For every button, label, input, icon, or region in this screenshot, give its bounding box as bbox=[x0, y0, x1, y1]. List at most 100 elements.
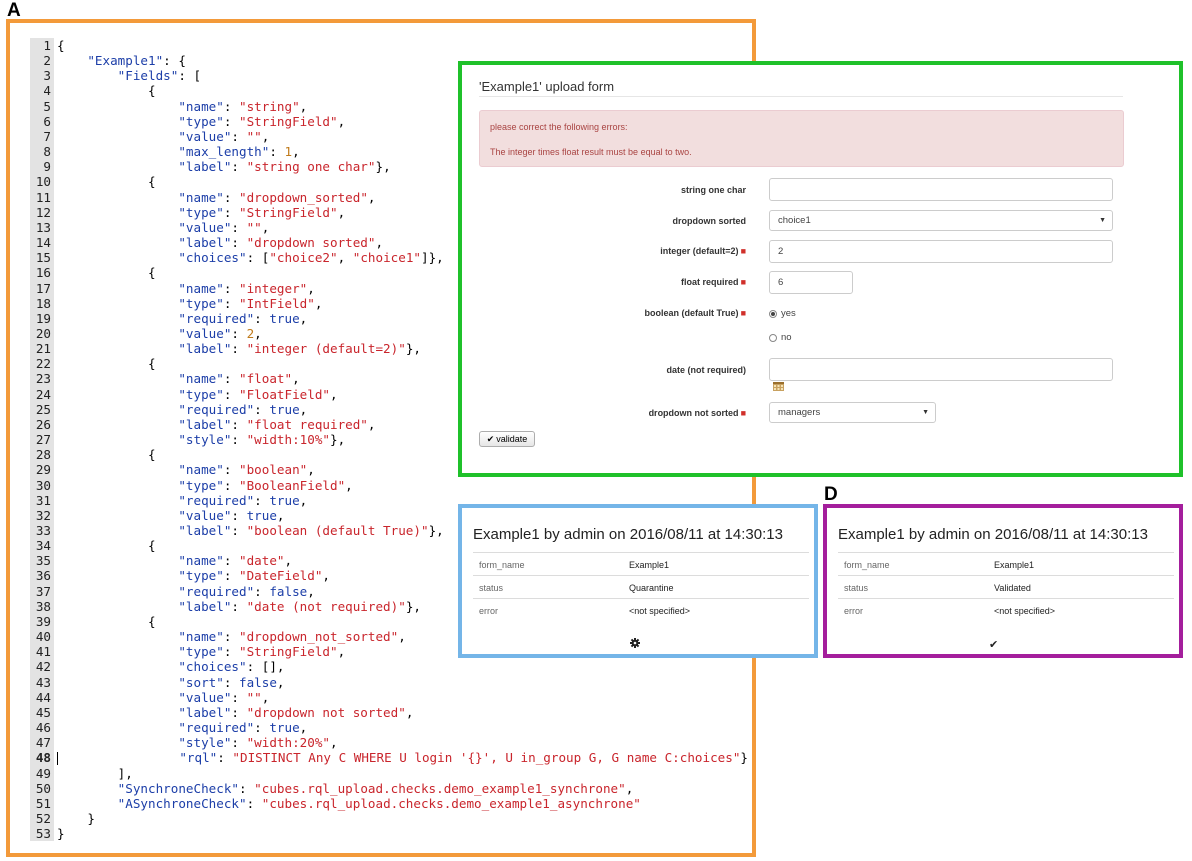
line-number: 6 bbox=[30, 113, 54, 129]
code-token: : bbox=[223, 553, 239, 569]
table-row: form_name Example1 bbox=[473, 552, 809, 575]
code-text: "label": "date (not required)"}, bbox=[57, 599, 421, 614]
code-text: "type": "FloatField", bbox=[57, 387, 337, 402]
code-text: "rql": "DISTINCT Any C WHERE U login '{}… bbox=[57, 750, 748, 766]
code-token bbox=[57, 281, 178, 296]
checkmark-icon[interactable]: ✔ bbox=[989, 639, 999, 651]
sorted-dropdown-value: choice1 bbox=[778, 215, 811, 226]
calendar-icon[interactable] bbox=[773, 382, 784, 391]
code-token: : bbox=[231, 416, 247, 432]
row-value: Validated bbox=[994, 583, 1031, 593]
gear-icon[interactable] bbox=[630, 638, 640, 648]
code-text: "required": true, bbox=[57, 720, 307, 735]
code-token: "SynchroneCheck" bbox=[117, 780, 239, 796]
code-token: , bbox=[398, 629, 406, 645]
code-token: "dropdown_not_sorted" bbox=[239, 629, 399, 645]
line-number: 31 bbox=[30, 492, 54, 508]
code-token bbox=[57, 553, 178, 568]
code-token: : bbox=[231, 235, 247, 251]
code-token: : [], bbox=[246, 659, 285, 675]
line-number: 27 bbox=[30, 432, 54, 448]
code-text: } bbox=[57, 811, 95, 826]
validate-button[interactable]: ✔ validate bbox=[479, 431, 535, 447]
code-text: "required": true, bbox=[57, 493, 307, 508]
string-field-input[interactable] bbox=[769, 178, 1113, 201]
form-title-divider bbox=[479, 96, 1123, 97]
code-token: : bbox=[223, 189, 239, 205]
table-row: status Validated bbox=[838, 575, 1174, 598]
code-token: , bbox=[261, 219, 270, 235]
code-token: "name" bbox=[178, 553, 224, 569]
line-number: 18 bbox=[30, 295, 54, 311]
code-token: "" bbox=[246, 128, 262, 144]
code-token bbox=[57, 629, 178, 644]
code-token bbox=[57, 478, 178, 493]
line-number: 17 bbox=[30, 280, 54, 296]
code-token: : bbox=[223, 629, 239, 645]
code-text: "type": "IntField", bbox=[57, 296, 322, 311]
code-token: : bbox=[254, 583, 270, 599]
code-token bbox=[57, 129, 178, 144]
code-token: { bbox=[57, 356, 156, 372]
radio-unselected-icon[interactable] bbox=[769, 333, 777, 342]
code-token: : bbox=[239, 780, 255, 796]
code-text: { bbox=[57, 38, 65, 53]
code-token: { bbox=[57, 174, 156, 190]
code-token: : bbox=[231, 159, 247, 175]
code-text: "label": "dropdown not sorted", bbox=[57, 705, 413, 720]
line-number: 25 bbox=[30, 401, 54, 417]
integer-field-input[interactable]: 2 bbox=[769, 240, 1113, 263]
code-token: "choices" bbox=[178, 659, 247, 675]
line-number: 2 bbox=[30, 53, 54, 69]
code-editor-panel: 1{2 "Example1": {3 "Fields": [4 {5 "name… bbox=[6, 19, 756, 857]
line-number: 43 bbox=[30, 674, 54, 690]
line-number: 21 bbox=[30, 341, 54, 357]
upload-form-panel: 'Example1' upload form please correct th… bbox=[458, 61, 1183, 477]
code-token: : bbox=[223, 477, 239, 493]
code-token: "ASynchroneCheck" bbox=[117, 795, 247, 811]
chevron-down-icon: ▼ bbox=[1099, 217, 1106, 224]
code-token: } bbox=[57, 826, 65, 842]
boolean-yes-option[interactable]: yes bbox=[769, 308, 796, 319]
code-token bbox=[57, 644, 178, 659]
code-token: false bbox=[269, 583, 308, 599]
code-token: , bbox=[254, 325, 262, 341]
code-token bbox=[57, 690, 178, 705]
panel-letter-d: D bbox=[824, 484, 838, 505]
code-token: , bbox=[292, 371, 300, 387]
code-token: true bbox=[269, 401, 300, 417]
date-field-input[interactable] bbox=[769, 358, 1113, 381]
boolean-no-option[interactable]: no bbox=[769, 332, 792, 343]
code-token: { bbox=[57, 447, 156, 463]
row-key: status bbox=[844, 583, 869, 593]
float-field-input[interactable]: 6 bbox=[769, 271, 853, 294]
error-heading: please correct the following errors: bbox=[490, 122, 628, 132]
code-token: true bbox=[269, 492, 300, 508]
line-number: 7 bbox=[30, 128, 54, 145]
code-token: false bbox=[239, 674, 277, 690]
code-token: : bbox=[231, 689, 247, 705]
code-token: true bbox=[269, 310, 300, 326]
code-token: : { bbox=[163, 53, 186, 69]
boolean-yes-label: yes bbox=[781, 308, 796, 319]
code-text: "required": false, bbox=[57, 584, 315, 599]
boolean-no-label: no bbox=[781, 332, 792, 343]
code-text: "type": "BooleanField", bbox=[57, 477, 352, 493]
line-number: 4 bbox=[30, 83, 54, 99]
card-title: Example1 by admin on 2016/08/11 at 14:30… bbox=[838, 526, 1148, 543]
line-number: 20 bbox=[30, 325, 54, 342]
code-token: { bbox=[57, 38, 65, 53]
required-marker: ■ bbox=[740, 308, 746, 318]
code-token: "" bbox=[246, 219, 262, 235]
radio-selected-icon[interactable] bbox=[769, 309, 777, 318]
string-field-label: string one char bbox=[680, 185, 746, 195]
integer-field-label: integer (default=2)■ bbox=[660, 246, 746, 256]
code-token: : bbox=[223, 295, 239, 311]
notsorted-dropdown[interactable]: managers ▼ bbox=[769, 402, 936, 423]
sorted-dropdown[interactable]: choice1 ▼ bbox=[769, 210, 1113, 231]
code-text: "choices": ["choice2", "choice1"]}, bbox=[57, 250, 443, 265]
code-token: "label" bbox=[178, 523, 232, 538]
code-text: "type": "DateField", bbox=[57, 568, 330, 583]
code-text: "type": "StringField", bbox=[57, 114, 345, 129]
code-token: "rql" bbox=[179, 750, 218, 766]
